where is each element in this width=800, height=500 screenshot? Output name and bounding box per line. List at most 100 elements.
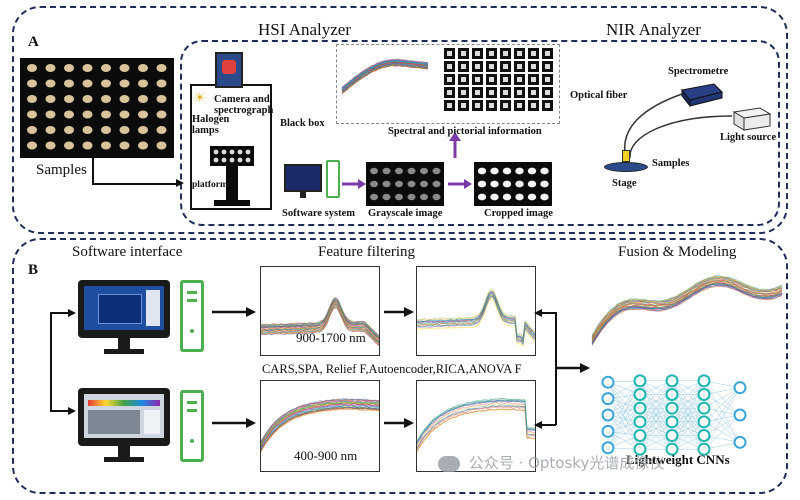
tile-sample (489, 64, 494, 69)
tile-sample (503, 90, 508, 95)
sample-dot (527, 193, 537, 201)
tile-sample (531, 103, 536, 108)
seed (101, 110, 111, 119)
tray-dot (245, 157, 251, 163)
nn-node (633, 429, 647, 442)
tile-sample (545, 103, 550, 108)
sample-dot (382, 193, 391, 201)
nn-edge (639, 394, 673, 450)
nn-node (633, 374, 647, 388)
nn-node (665, 429, 679, 442)
arrow-vis-filter (384, 418, 414, 428)
black-box-label: Black box (280, 118, 325, 129)
tile-sample (517, 77, 522, 82)
hsi-analyzer-title: HSI Analyzer (258, 20, 352, 39)
spectrum-curve (417, 298, 535, 347)
vis-raw-curves (261, 397, 379, 453)
tray-dot (229, 157, 235, 163)
sample-dot (540, 167, 549, 175)
nn-node (697, 388, 711, 401)
cropped-label: Cropped image (484, 208, 553, 219)
spectrum-curve (261, 298, 379, 338)
tray-dot (213, 157, 219, 163)
seed (156, 95, 167, 103)
spectrum-curve (261, 407, 379, 451)
sample-dot (420, 193, 428, 201)
spectrum-curve (591, 286, 783, 347)
monitor-top-base (104, 349, 144, 354)
sample-dot (382, 167, 391, 175)
tower-bottom (180, 390, 204, 462)
spectrum-curve (261, 397, 379, 441)
samples-arrowhead (176, 179, 184, 187)
spectrum-curve (417, 399, 535, 443)
seed (64, 64, 74, 72)
seed (64, 126, 74, 134)
spectrum-curve (591, 282, 783, 343)
spectrum-curve (261, 407, 379, 451)
grayscale-dots (370, 167, 441, 201)
tile-sample (489, 103, 494, 108)
seed (82, 126, 93, 134)
spectrum-curve (417, 402, 535, 446)
seed (138, 126, 148, 134)
tower-top-slot1 (187, 291, 197, 294)
nn-node (633, 415, 647, 429)
nn-node (697, 442, 711, 456)
nn-edge (703, 414, 741, 436)
tower-top-led (190, 329, 194, 333)
tile-sample (461, 103, 466, 108)
spectrum-curve (591, 280, 783, 341)
nn-edge (607, 414, 641, 450)
nn-node (665, 401, 679, 415)
nn-node (697, 429, 711, 442)
optical-fiber-cables (623, 93, 733, 159)
panel-b-frame (12, 238, 788, 494)
seed (27, 79, 37, 88)
sample-dot (502, 193, 512, 201)
monitor-bottom-base (104, 457, 144, 462)
nn-edge (671, 408, 705, 450)
seed (27, 126, 37, 134)
tile-sample (503, 51, 508, 56)
seed (138, 141, 148, 150)
sample-dot (432, 167, 441, 175)
seed (119, 110, 130, 119)
nn-edge (639, 380, 673, 422)
sample-dot (432, 180, 441, 188)
seed (156, 79, 167, 88)
wechat-icon (438, 455, 460, 472)
monitor-bottom-stand (118, 446, 130, 458)
monitor-bottom-area (88, 410, 140, 434)
nn-edge (703, 387, 741, 450)
spectral-info-box (336, 44, 560, 124)
panel-a-frame (12, 6, 788, 234)
sample-dot (477, 167, 487, 175)
seed (27, 95, 37, 103)
bracket-top (50, 312, 70, 314)
arrow-to-fusion (556, 363, 590, 373)
tray-dot (221, 149, 227, 155)
tower-bottom-led (190, 439, 194, 443)
spectrum-curve (417, 295, 535, 345)
spectrum-curve (261, 407, 379, 451)
arrow-to-grayscale (342, 179, 366, 189)
spectrum-curve (417, 404, 535, 448)
seed (119, 126, 130, 134)
seed (82, 64, 93, 72)
seed (138, 110, 148, 119)
tile-sample (517, 90, 522, 95)
tile-sample (517, 64, 522, 69)
tile-sample (531, 90, 536, 95)
grayscale-image (366, 162, 444, 206)
merge-bottom (536, 424, 556, 426)
nn-node (733, 381, 747, 395)
nn-edge (607, 407, 641, 432)
bracket-top-head (68, 309, 76, 317)
hsi-analyzer-frame (180, 40, 780, 226)
tile-sample (489, 51, 494, 56)
cnn-network-diagram (601, 374, 747, 456)
nn-node (665, 388, 679, 401)
sample-dot (490, 180, 499, 188)
nn-node (601, 424, 615, 438)
